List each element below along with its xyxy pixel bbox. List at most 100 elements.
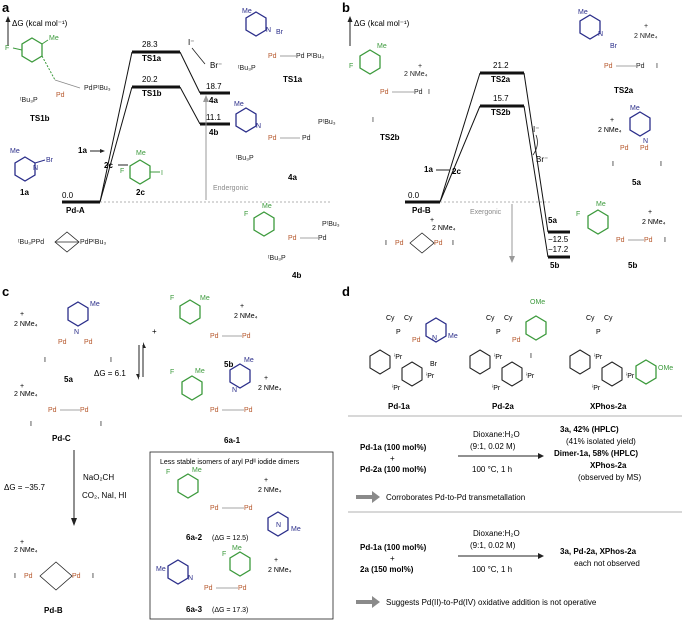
a-endergonic-label: Endergonic [213,185,249,192]
b-bromide: Br⁻ [536,155,548,164]
a-ts1a-structure: Me N Br Pd Pd PᵗBu₃ ᵗBu₃P TS1a [238,8,324,84]
d-exp1-r1: Pd-1a (100 mol%) [360,443,427,452]
svg-text:I: I [14,573,16,580]
svg-text:Pd: Pd [48,407,57,414]
svg-text:F: F [120,168,124,175]
svg-text:Cy: Cy [404,315,413,322]
svg-text:Me: Me [10,148,20,155]
a-4b-structure: Me F Pd Pd PᵗBu₃ ᵗBu₃P 4b [244,203,340,280]
c-box-title: Less stable isomers of aryl Pdᴵᴵ iodide … [160,459,300,466]
svg-text:PᵗBu₃: PᵗBu₃ [93,85,111,92]
panel-label-a: a [2,0,10,15]
svg-text:Pd: Pd [56,92,65,99]
a-1a-structure: N Br Me 1a [10,148,54,197]
b-lbl-5b: 5b [550,261,559,270]
svg-text:Cy: Cy [586,315,595,322]
svg-text:Me: Me [195,368,205,375]
a-val-ts1a: 28.3 [142,40,158,49]
d-xphos2a-structure: Cy Cy P ⁱPr ⁱPr ⁱPr OMe XPhos-2a [569,315,673,411]
c-6a1-structure: Me F Me N Pd Pd + 2 NMe₄ 6a-1 [170,357,282,445]
b-lbl-ts2b: TS2b [491,108,511,117]
svg-text:2 NMe₄: 2 NMe₄ [404,71,428,78]
svg-text:Pd: Pd [318,235,327,242]
svg-text:6a-3: 6a-3 [186,605,203,614]
svg-text:ᵗBu₃P: ᵗBu₃P [236,155,254,162]
a-bromide: Br⁻ [210,61,222,70]
svg-text:ᵗBu₃PPd: ᵗBu₃PPd [18,239,44,246]
svg-text:+: + [20,539,24,546]
svg-text:2 NMe₄: 2 NMe₄ [14,547,38,554]
a-val-4b: 11.1 [206,113,222,122]
a-lbl-ts1b: TS1b [142,89,162,98]
svg-text:Me: Me [244,357,254,364]
svg-text:F: F [222,551,226,558]
svg-text:Pd: Pd [80,407,89,414]
d-exp2-p1: 3a, Pd-2a, XPhos-2a [560,547,637,556]
svg-text:F: F [170,369,174,376]
svg-text:Pd: Pd [412,337,421,344]
c-6a3-structure: Me N Me F Pd Pd + 2 NMe₄ 6a-3 (ΔG = 17.3… [156,545,292,614]
svg-text:Pd: Pd [620,145,629,152]
b-val-5a: −12.5 [548,235,569,244]
svg-text:N: N [74,329,79,336]
svg-text:Pd: Pd [512,337,521,344]
svg-text:Pd: Pd [210,333,219,340]
c-isomer-box [149,451,334,620]
svg-text:Dioxane:H₂O: Dioxane:H₂O [473,529,520,538]
svg-text:Pd: Pd [58,339,67,346]
svg-text:Me: Me [448,333,458,340]
svg-text:XPhos-2a: XPhos-2a [590,402,627,411]
svg-text:Pd PᵗBu₃: Pd PᵗBu₃ [296,53,324,60]
d-pd1a-structure: Cy Cy P Pd N Me Br ⁱPr ⁱPr ⁱPr Pd-1a [369,315,458,411]
svg-text:+: + [240,303,244,310]
svg-text:Me: Me [90,301,100,308]
a-val-4a: 18.7 [206,82,222,91]
svg-text:ⁱPr: ⁱPr [426,372,435,380]
svg-text:I: I [372,117,374,124]
a-lbl-pda: Pd-A [66,206,85,215]
svg-text:6a-1: 6a-1 [224,436,241,445]
svg-text:Pd: Pd [72,573,81,580]
svg-text:+: + [610,117,614,124]
a-path-3 [179,51,201,94]
svg-text:Pd: Pd [84,85,93,92]
b-reactant-1a: 1a [424,165,433,174]
svg-text:Cy: Cy [504,315,513,322]
a-yaxis-label: ΔG (kcal mol⁻¹) [12,19,68,28]
a-4a-label: 4a [288,173,297,182]
svg-text:XPhos-2a: XPhos-2a [590,461,627,470]
svg-text:Me: Me [234,101,244,108]
svg-text:2 NMe₄: 2 NMe₄ [234,313,258,320]
svg-text:5b: 5b [224,360,233,369]
svg-text:Pd: Pd [604,63,613,70]
d-exp2-note-arrow [356,596,380,608]
svg-text:N: N [432,335,437,342]
c-dg-2: ΔG = −35.7 [4,483,45,492]
svg-text:I: I [660,161,662,168]
svg-text:Br: Br [610,43,618,50]
svg-text:ᵗBu₃P: ᵗBu₃P [20,97,38,104]
svg-text:+: + [418,63,422,70]
svg-text:P: P [496,329,501,336]
a-reactant-1a: 1a [78,146,87,155]
svg-text:(ΔG = 12.5): (ΔG = 12.5) [212,535,248,542]
svg-text:F: F [5,45,9,52]
svg-text:I: I [385,240,387,247]
panel-label-c: c [2,284,9,299]
b-ts2b-structure: Me F Pd Pd I I + 2 NMe₄ TS2b [349,43,430,142]
a-ts1a-label: TS1a [283,75,303,84]
a-lbl-4b: 4b [209,128,218,137]
svg-text:100 °C, 1 h: 100 °C, 1 h [472,465,512,474]
svg-text:N: N [643,138,648,145]
svg-text:ⁱPr: ⁱPr [492,384,501,392]
a-path-2 [99,86,133,203]
svg-text:Pd-2a: Pd-2a [492,402,514,411]
b-pdb-structure: I Pd Pd I 2 NMe₄ + [385,217,456,254]
b-yaxis-label: ΔG (kcal mol⁻¹) [354,19,410,28]
a-2c-structure: Me F I 2c [120,150,163,197]
d-exp1-note-arrow [356,491,380,503]
panel-label-b: b [342,0,350,15]
svg-text:+: + [152,327,157,336]
svg-text:Pd: Pd [636,63,645,70]
svg-text:OMe: OMe [530,299,545,306]
